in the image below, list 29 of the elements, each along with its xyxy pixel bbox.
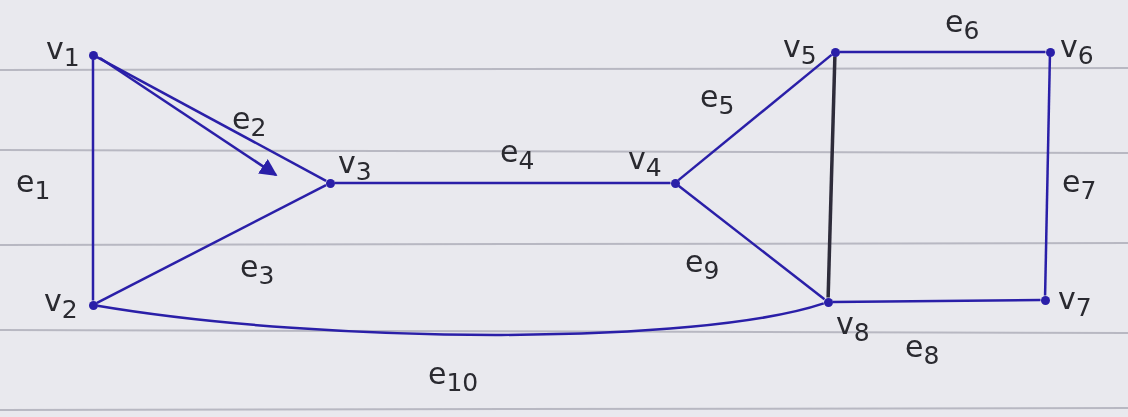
edge-label: e$_{1}$ [16, 165, 51, 207]
vertex-label: v$_{6}$ [1060, 30, 1094, 72]
edge-label: e$_{5}$ [700, 80, 735, 122]
vertex-label: v$_{8}$ [836, 307, 870, 349]
graph-edge [96, 183, 327, 305]
edge-label: e$_{10}$ [428, 357, 479, 399]
edge-label: e$_{9}$ [685, 245, 720, 287]
vertex-label: v$_{5}$ [783, 30, 817, 72]
graph-edge [96, 56, 327, 182]
graph-edge [97, 302, 825, 337]
vertex-label: v$_{3}$ [338, 146, 372, 188]
edge-label: e$_{6}$ [945, 5, 980, 47]
vertex-label: v$_{1}$ [46, 32, 80, 74]
graph-edge [334, 181, 671, 185]
edge-label: e$_{3}$ [240, 250, 275, 292]
graph-edge [91, 59, 95, 301]
graph-edge [826, 56, 837, 298]
graph-edge [677, 184, 826, 301]
graph-edge [1043, 56, 1052, 296]
graph-edge [839, 50, 1046, 54]
edge-label: e$_{8}$ [905, 330, 940, 372]
graph-edge [677, 53, 833, 182]
vertex-label: v$_{2}$ [44, 284, 78, 326]
graph-edge [832, 298, 1041, 304]
edge-label: e$_{2}$ [232, 102, 267, 144]
vertex-label: v$_{4}$ [628, 142, 662, 184]
vertex-label: v$_{7}$ [1058, 282, 1092, 324]
edge-label: e$_{4}$ [500, 135, 535, 177]
edge-label: e$_{7}$ [1062, 165, 1097, 207]
